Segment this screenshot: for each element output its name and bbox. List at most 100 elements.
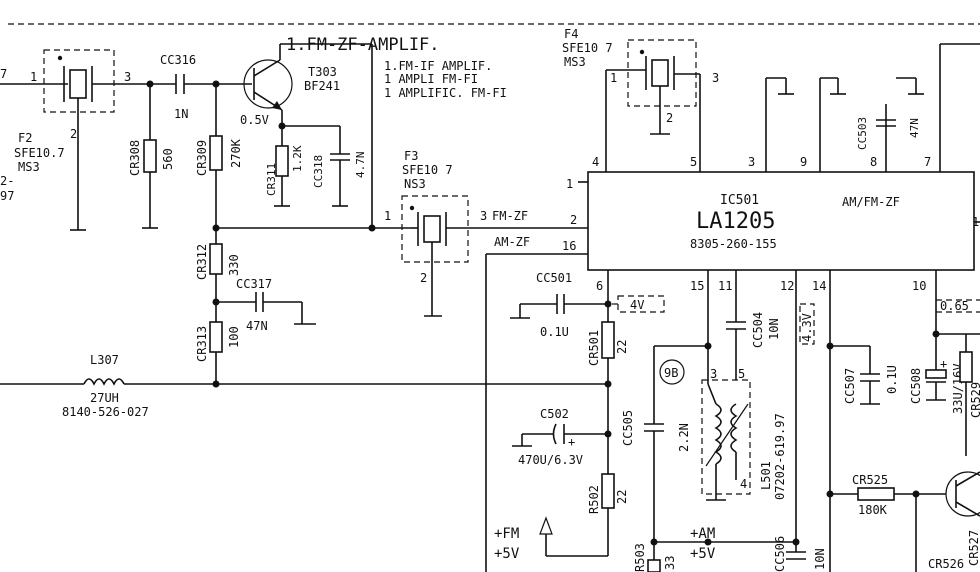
block-title: 1.FM-ZF-AMPLIF. (286, 35, 440, 55)
block-subtitle-3: 1 AMPLIFIC. FM-FI (384, 86, 507, 100)
cr309-value: 270K (229, 138, 243, 168)
f2-suffix: MS3 (18, 160, 40, 174)
pin6-voltage-box (617, 295, 665, 313)
cc501-name: CC501 (536, 271, 572, 285)
ic501-body (587, 171, 975, 271)
left-label-97: 97 (0, 189, 14, 203)
junction (704, 538, 712, 546)
f3-filter-outline (401, 195, 469, 263)
cr312-value: 330 (227, 254, 241, 276)
f3-pin1-label: 1 (384, 209, 391, 223)
cr501-value: 22 (615, 340, 629, 354)
r503-name: R503 (633, 543, 647, 572)
f2-pin2-label: 2 (70, 127, 77, 141)
c502-plus: + (568, 435, 575, 449)
c502-value: 470U/6.3V (518, 453, 583, 467)
t303-arrow (272, 101, 282, 110)
ic-input-am-label: AM-ZF (494, 235, 530, 249)
t303-name: T303 (308, 65, 337, 79)
l307-name: L307 (90, 353, 119, 367)
ic-top-pin-4: 4 (592, 155, 599, 169)
cr313-value: 100 (227, 326, 241, 348)
cc504-name: CC504 (751, 312, 765, 348)
l501-pin3: 3 (710, 367, 717, 381)
cc503-value: 47N (908, 118, 921, 138)
f3-suffix: NS3 (404, 177, 426, 191)
cc508-plus: + (940, 357, 947, 371)
f2-crystal (69, 69, 87, 99)
ic-top-pin-9: 9 (800, 155, 807, 169)
f2-marker (57, 55, 63, 61)
ic501-part: 8305-260-155 (690, 237, 777, 251)
ic-top-pin-7: 7 (924, 155, 931, 169)
f2-part: SFE10.7 (14, 146, 65, 160)
wire (707, 383, 717, 405)
fm-supply-voltage: +5V (494, 546, 520, 562)
cc505-value: 2.2N (677, 423, 691, 452)
f3-pin2-label: 2 (420, 271, 427, 285)
cr308-value: 560 (161, 148, 175, 170)
pin10-voltage: 0.65 (940, 299, 969, 313)
pin14-voltage-box (799, 303, 815, 345)
f4-suffix: MS3 (564, 55, 586, 69)
t303-transistor (243, 59, 293, 109)
r503-value: 33 (663, 556, 677, 570)
left-label-2: 2- (0, 174, 14, 188)
cr501-resistor (601, 321, 615, 359)
l501-winding-secondary (730, 403, 738, 453)
cr311-value: 1.2K (291, 145, 304, 172)
t303-collector (253, 59, 281, 77)
ic-bottom-pin-12: 12 (780, 279, 794, 293)
cr525-resistor (857, 487, 895, 501)
ic-bottom-pin-11: 11 (718, 279, 732, 293)
cr313-name: CR313 (195, 326, 209, 362)
cr527-name: CR527 (967, 530, 980, 566)
f4-name: F4 (564, 27, 578, 41)
l501-tuning-arrow (705, 403, 749, 467)
f4-filter-outline (627, 39, 697, 107)
l501-outline (701, 379, 751, 495)
cr313-resistor (209, 321, 223, 353)
cc504-value: 10N (767, 318, 781, 340)
r502-name: R502 (587, 485, 601, 514)
f3-name: F3 (404, 149, 418, 163)
l307-inductor (83, 378, 125, 386)
cr525-value: 180K (858, 503, 888, 517)
l501-badge-circle (659, 359, 685, 385)
ic-bottom-pin-6: 6 (596, 279, 603, 293)
f3-crystal (423, 215, 441, 243)
f4-part: SFE10 7 (562, 41, 613, 55)
f3-part: SFE10 7 (402, 163, 453, 177)
f4-marker (639, 49, 645, 55)
l501-badge: 9B (664, 366, 678, 380)
cr309-resistor (209, 135, 223, 171)
left-pin-label: 7 (0, 67, 7, 81)
cr526-name: CR526 (928, 557, 964, 571)
l501-name: L501 (759, 461, 773, 490)
f4-pin2-label: 2 (666, 111, 673, 125)
cr529-name: CR529 (969, 382, 980, 418)
ic-input-fm-label: FM-ZF (492, 209, 528, 223)
f2-filter-outline (43, 49, 115, 113)
pin14-voltage: 4.3V (800, 313, 814, 342)
r502-value: 22 (615, 490, 629, 504)
f2-pin3-label: 3 (124, 70, 131, 84)
c502-name: C502 (540, 407, 569, 421)
l307-part: 8140-526-027 (62, 405, 149, 419)
cc318-name: CC318 (312, 155, 325, 188)
cr308-resistor (143, 139, 157, 173)
cr529-resistor (959, 351, 973, 383)
transistor-right-emitter (955, 501, 980, 517)
ic-top-pin-5: 5 (690, 155, 697, 169)
ic-top-pin-3: 3 (748, 155, 755, 169)
cc508-name: CC508 (909, 368, 923, 404)
ic501-name: LA1205 (696, 209, 775, 234)
f4-pin1-label: 1 (610, 71, 617, 85)
l501-pin5: 5 (738, 367, 745, 381)
junction (368, 224, 376, 232)
cr311-name: CR311 (265, 163, 278, 196)
cc318-value: 4.7N (354, 152, 367, 179)
l501-part: 07202-619.97 (773, 413, 787, 500)
ic-bottom-pin-14: 14 (812, 279, 826, 293)
